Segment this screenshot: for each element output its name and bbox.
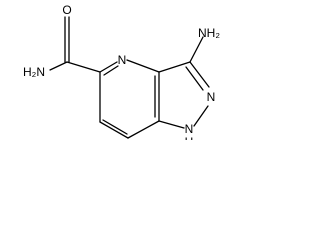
bond-c3-nh2 <box>189 36 204 63</box>
oxygen-label: O <box>62 3 71 17</box>
bond-c-nh2 <box>49 61 68 71</box>
bond-c3a-c3 <box>158 61 191 73</box>
bond-c7a-c7 <box>127 120 160 139</box>
bond-c3-n2 <box>189 61 210 88</box>
bond-n4-c3a <box>126 59 160 73</box>
amino-nh2-label: NH₂ <box>198 26 220 40</box>
bond-c-c5 <box>66 61 101 73</box>
pyrazole-n2-label: N <box>207 90 216 104</box>
bond-c5-n4-inner <box>103 65 119 76</box>
pyrazole-n1-label: N <box>185 122 194 136</box>
bond-n1-c7a <box>158 120 185 129</box>
amide-nh2-label: H₂N <box>23 65 45 79</box>
bond-c7-c6-double <box>102 119 128 135</box>
bond-c3-n2-inner <box>185 66 204 91</box>
bond-c7-c6 <box>99 121 129 139</box>
bond-n2-n1 <box>193 105 209 127</box>
bonds <box>49 16 210 139</box>
chemical-structure-diagram: O H₂N N NH₂ N N H <box>23 3 220 140</box>
bond-c5-n4 <box>99 61 118 73</box>
atom-labels: O H₂N N NH₂ N N H <box>23 3 220 140</box>
pyrazole-n1-hydrogen-label: H <box>185 135 194 140</box>
pyridine-nitrogen-label: N <box>118 53 127 67</box>
